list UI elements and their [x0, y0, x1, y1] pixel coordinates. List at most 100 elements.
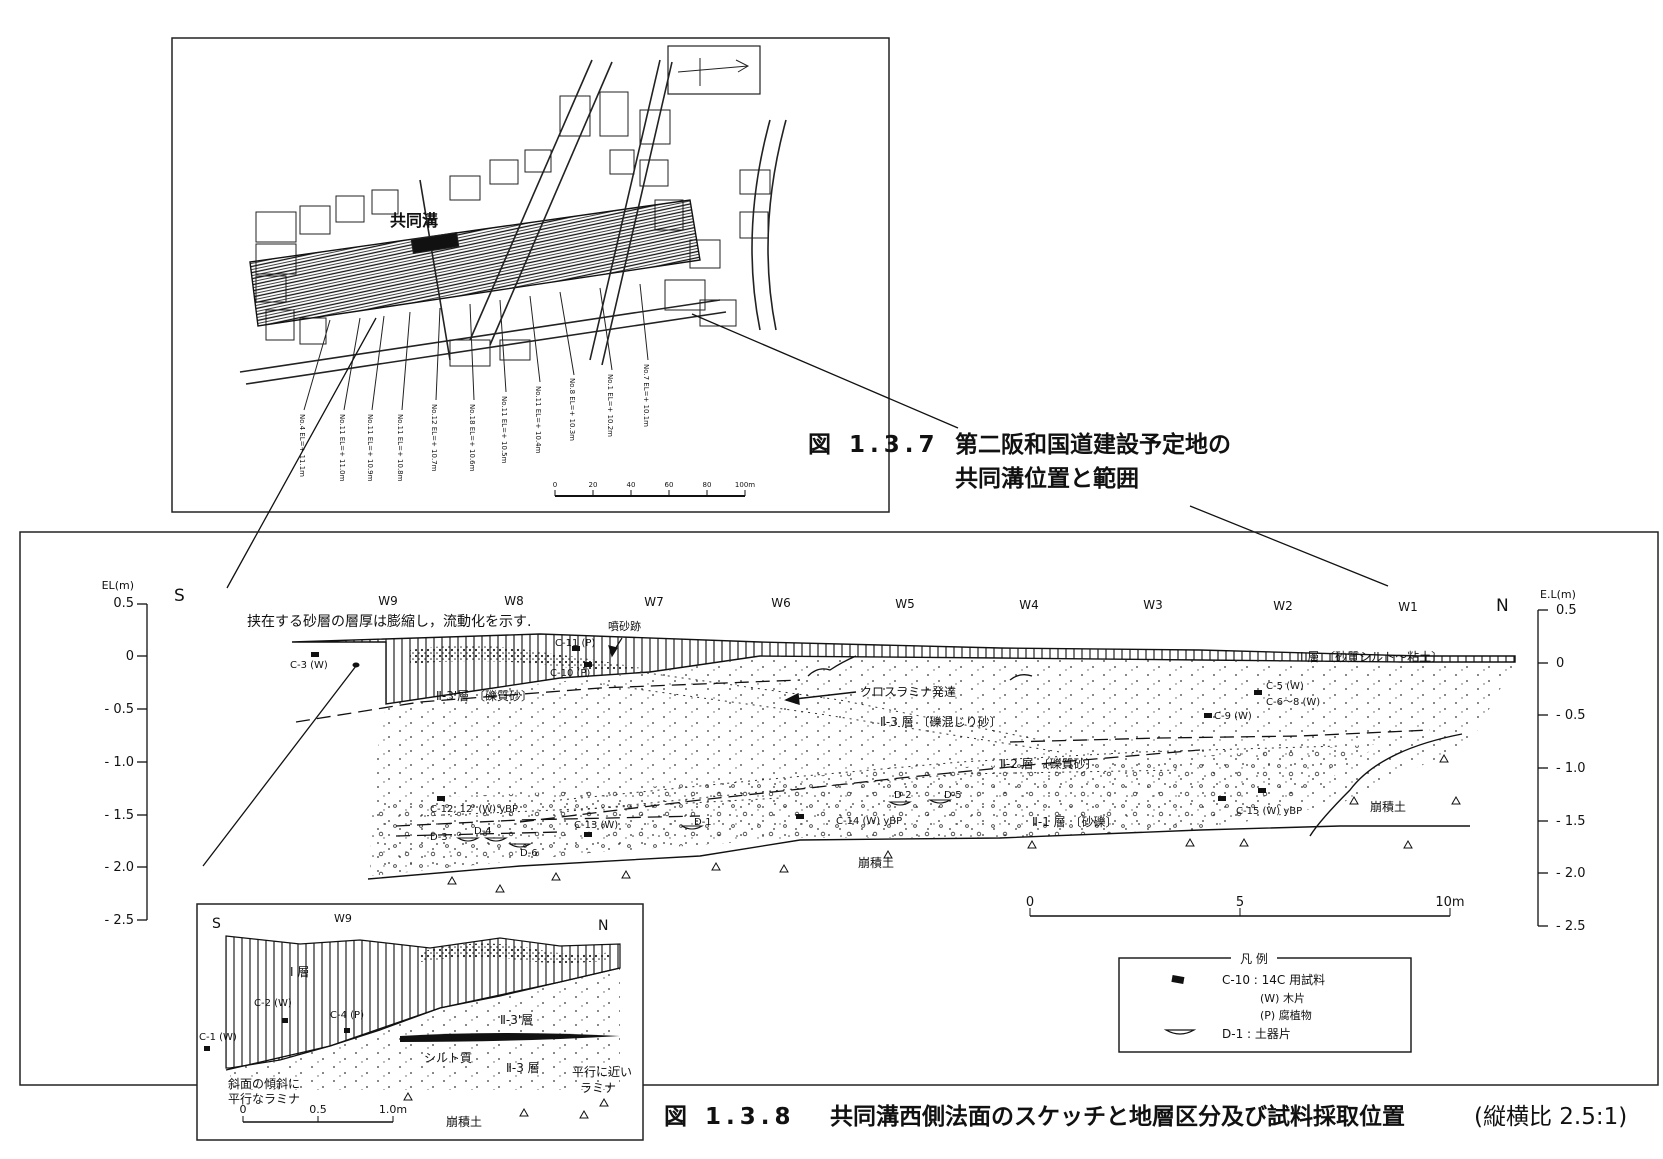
right-tick: - 2.0	[1556, 866, 1586, 881]
annotation-top: 挟在する砂層の層厚は膨縮し，流動化を示す.	[247, 613, 531, 630]
inset-colluvium: 崩積土	[446, 1114, 482, 1129]
right-tick: 0	[1556, 656, 1564, 671]
inset-scale-tick: 1.0m	[379, 1103, 407, 1116]
map-roads	[239, 59, 787, 385]
lamination-lines	[419, 671, 1341, 817]
well-label: W1	[1398, 600, 1418, 614]
inset-scale-tick: 0.5	[309, 1103, 327, 1116]
sample-marker	[352, 662, 360, 668]
map-scale-tick: 0	[553, 481, 557, 489]
sample-marker	[1258, 788, 1266, 793]
inset-sample-marker	[204, 1046, 210, 1051]
inset-silt: シルト質	[424, 1050, 472, 1065]
inset-sample-marker	[344, 1028, 350, 1033]
caption-138-number: 図 1.3.8	[664, 1104, 796, 1130]
sand-boil-arrow-icon	[608, 637, 623, 658]
right-tick: 0.5	[1556, 603, 1577, 618]
inset-layer-II3p: Ⅱ-3'層	[500, 1013, 533, 1027]
sample-marker	[437, 796, 445, 801]
map-drawing	[239, 45, 787, 411]
colluvium-triangles	[447, 753, 1461, 893]
well-label: W5	[895, 597, 915, 611]
sand-boil-label: 噴砂跡	[608, 619, 641, 633]
inset-dir-north: N	[598, 918, 608, 934]
sample-labels: C-3 (W) C-11 (P) C-10 (P) C-5 (W) C-6～8 …	[290, 638, 1320, 831]
sample-marker	[311, 652, 319, 657]
inset-dir-south: S	[212, 916, 221, 932]
caption-fig-1-3-8: 図 1.3.8 共同溝西側法面のスケッチと地層区分及び試料採取位置 (縦横比 2…	[664, 1103, 1627, 1130]
sample-marker	[1218, 796, 1226, 801]
sherd-label: D-5	[944, 790, 962, 801]
borehole-label: No.11 EL=+ 11.0m	[338, 414, 346, 482]
right-tick: - 1.5	[1556, 814, 1586, 829]
inset-speckle-lens	[420, 943, 610, 963]
legend-sample-key: C-10 : 14C 用試料	[1222, 972, 1325, 987]
right-axis-title: E.L(m)	[1540, 588, 1576, 601]
inset-note-right-2: ラミナ	[580, 1081, 616, 1095]
caption-137-line2: 共同溝位置と範囲	[955, 465, 1139, 492]
inset-note-left-1: 斜面の傾斜に	[228, 1077, 300, 1091]
section-frame	[19, 531, 1659, 1086]
layer-II1-area	[370, 744, 1380, 876]
well-label: W2	[1273, 599, 1293, 613]
map-scale-tick: 20	[589, 481, 598, 489]
map-figure: 共同溝 No.4 EL=+ 11.1m No.11 EL=+ 11.0m No.…	[171, 37, 890, 513]
well-label: W7	[644, 595, 664, 609]
right-tick: - 0.5	[1556, 708, 1586, 723]
sample-label: C-15 (W) yBP	[1236, 806, 1302, 817]
borehole-label: No.7 EL=+ 10.1m	[642, 364, 650, 427]
left-tick: 0.5	[113, 596, 134, 611]
inset-layer-I: I 層	[290, 965, 309, 979]
cross-lamina-marks	[807, 655, 1033, 681]
left-tick: - 2.5	[105, 913, 135, 928]
borehole-label: No.18 EL=+ 10.6m	[468, 404, 476, 472]
section-figure: EL(m) 0.5 0 - 0.5 - 1.0 - 1.5 - 2.0 - 2.…	[19, 531, 1659, 1086]
sherd-labels: D-1 D-2 D-3 D-4 D-5 D-6	[430, 790, 962, 859]
inset-sand-area	[230, 968, 620, 1090]
cross-lamina-arrow-icon	[784, 691, 857, 705]
legend: 凡 例 C-10 : 14C 用試料 (W) 木片 (P) 腐植物 D-1 : …	[1118, 950, 1412, 1053]
layer-boundaries	[295, 679, 1431, 837]
map-borehole-labels: No.4 EL=+ 11.1m No.11 EL=+ 11.0m No.11 E…	[298, 364, 650, 482]
section-scale-tick: 10m	[1435, 895, 1464, 910]
legend-plant: (P) 腐植物	[1260, 1008, 1312, 1022]
section-dir-south: S	[174, 586, 185, 606]
caption-137-number: 図 1.3.7	[808, 432, 940, 458]
layer-II3-gravel-label: Ⅱ-3'層 〔礫質砂〕	[436, 688, 533, 703]
sample-label: C-3 (W)	[290, 660, 328, 671]
map-scale-bar: 0 20 40 60 80 100m	[553, 481, 755, 497]
inset-scale-tick: 0	[240, 1103, 247, 1116]
sherd-markers	[456, 799, 952, 848]
inset-sample-label: C-1 (W)	[199, 1032, 237, 1043]
inset-note-left-2: 平行なラミナ	[228, 1092, 300, 1106]
legend-wood: (W) 木片	[1260, 992, 1305, 1005]
legend-sherd-icon	[1163, 1029, 1197, 1035]
inset-figure: S N W9 I 層 Ⅱ-3'層 Ⅱ-3 層 シルト質 C-1 (W) C-2 …	[196, 903, 644, 1141]
sample-label: C-11 (P)	[555, 638, 595, 649]
borehole-label: No.11 EL=+ 10.9m	[366, 414, 374, 482]
left-tick: - 0.5	[105, 702, 135, 717]
layer-I-label: I 層 〔砂質シルト～粘土〕	[1300, 649, 1443, 664]
inset-silt-lens	[400, 1033, 620, 1042]
sherd-marker	[680, 825, 704, 830]
legend-sample-icon	[1171, 975, 1185, 984]
sample-label: C-6～8 (W)	[1266, 697, 1320, 708]
caption-138-ratio: (縦横比 2.5:1)	[1474, 1104, 1627, 1130]
right-tick: - 2.5	[1556, 919, 1586, 934]
sherd-marker	[456, 837, 480, 842]
map-trench-label: 共同溝	[390, 211, 438, 230]
sample-marker	[584, 662, 592, 667]
section-annotations: 挟在する砂層の層厚は膨縮し，流動化を示す. 噴砂跡 I 層 〔砂質シルト～粘土〕…	[247, 613, 1443, 870]
well-label: W6	[771, 596, 791, 610]
inset-layer-II3: Ⅱ-3 層	[506, 1061, 540, 1075]
map-scale-tick: 60	[665, 481, 674, 489]
sample-marker	[1204, 713, 1212, 718]
sherd-marker	[508, 843, 532, 848]
well-label: W8	[504, 594, 524, 608]
well-markers: W9 W8 W7 W6 W5 W4 W3 W2 W1	[378, 594, 1418, 614]
sherd-marker	[484, 837, 508, 842]
sherd-label: D-6	[520, 848, 538, 859]
sample-marker	[572, 646, 580, 651]
layer-II2-label: Ⅱ-2 層 〔礫質砂〕	[1000, 756, 1098, 771]
